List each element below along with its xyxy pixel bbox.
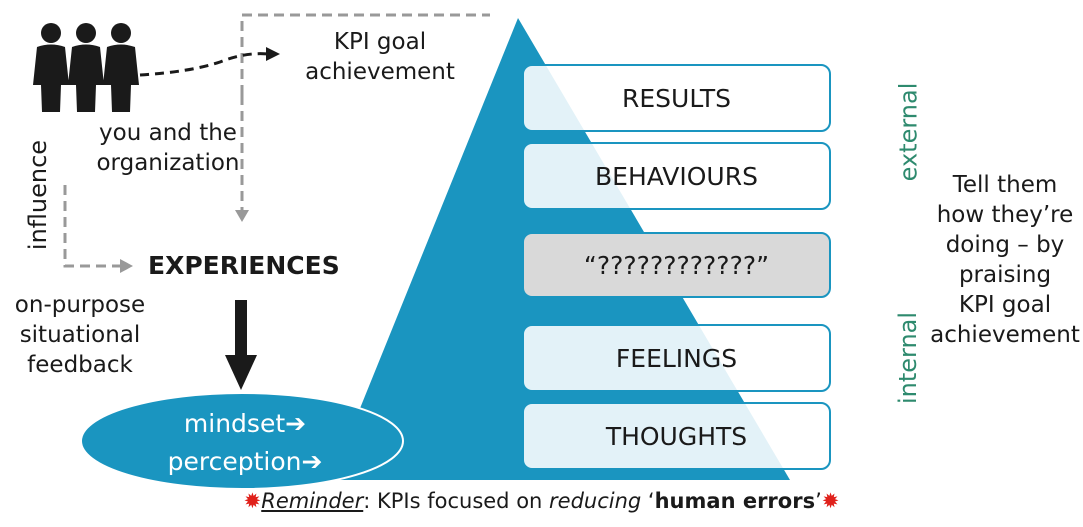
level-unknown: “????????????” — [522, 232, 831, 298]
reminder-text-reducing: reducing — [549, 489, 642, 513]
people-icon — [33, 23, 139, 112]
kpi-label: KPI goal achievement — [305, 29, 455, 85]
reminder-quote-open: ‘ — [641, 489, 655, 513]
org-label: you and the organization — [96, 120, 240, 176]
experiences-title: EXPERIENCES — [148, 251, 340, 280]
level-feelings: FEELINGS — [522, 324, 831, 392]
star-icon: ✹ — [243, 489, 262, 513]
mindset-text: mindset➔ — [183, 409, 307, 438]
level-behaviours: BEHAVIOURS — [522, 142, 831, 210]
level-thoughts: THOUGHTS — [522, 402, 831, 470]
influence-text: influence — [24, 139, 52, 251]
reminder-human-errors: human errors — [654, 489, 816, 513]
external-label: external — [858, 83, 958, 182]
dashed-down-arrowhead — [235, 210, 249, 222]
down-arrow-head — [225, 355, 257, 390]
dashed-black-curve — [139, 52, 269, 77]
perception-text: perception➔ — [167, 447, 323, 476]
reminder-word: Reminder — [261, 489, 364, 513]
feedback-label: on-purpose situational feedback — [14, 292, 146, 378]
mindset-ellipse — [80, 392, 404, 490]
star-icon-end: ✹ — [821, 489, 840, 513]
external-text: external — [893, 82, 922, 182]
reminder-quote-close: ’ — [815, 489, 822, 513]
dashed-top-line — [240, 13, 490, 95]
black-curve-arrowhead — [266, 47, 280, 61]
reminder-line: ✹Reminder: KPIs focused on reducing ‘hum… — [0, 489, 1083, 513]
reminder-text-a: : KPIs focused on — [363, 489, 550, 513]
tell-them-text: Tell them how they’re doing – by praisin… — [930, 172, 1080, 348]
down-arrow-shaft — [235, 300, 247, 355]
dashed-right-arrowhead — [120, 259, 133, 273]
dashed-left-line — [63, 185, 120, 268]
influence-label: influence — [0, 140, 88, 250]
internal-text: internal — [894, 311, 922, 405]
level-results: RESULTS — [522, 64, 831, 132]
